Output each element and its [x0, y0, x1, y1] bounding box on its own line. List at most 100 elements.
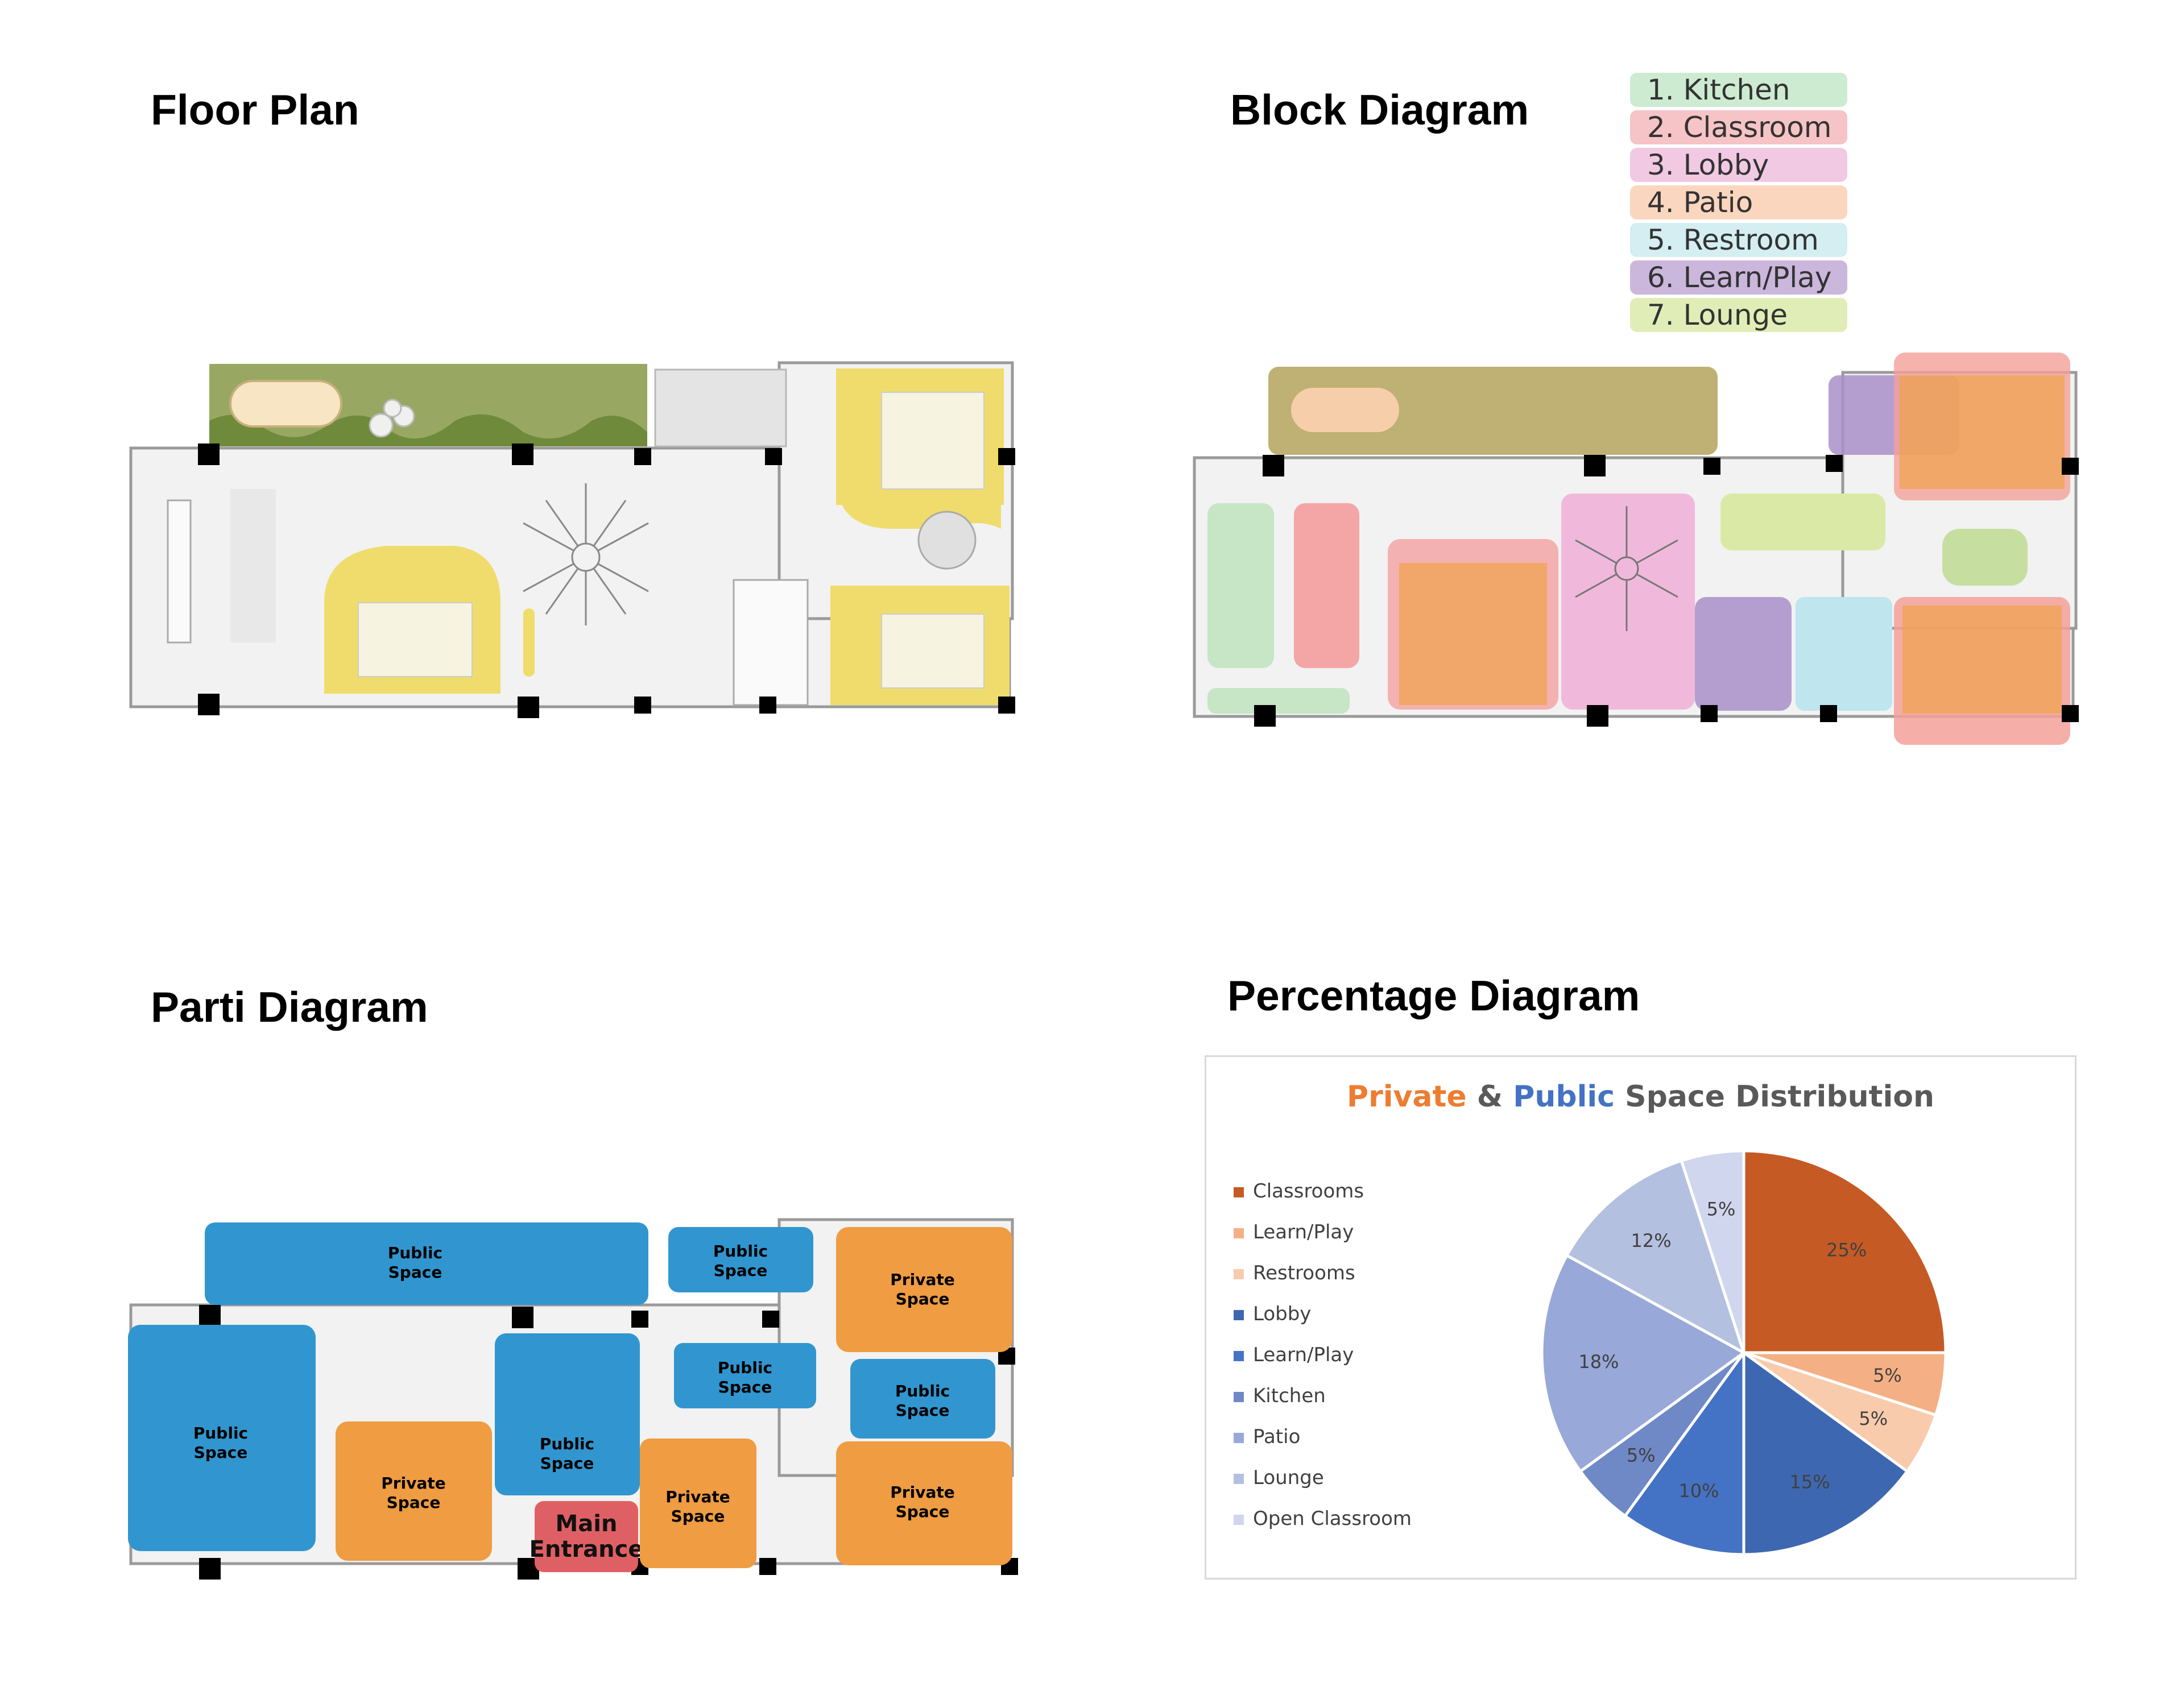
svg-text:Public: Public: [895, 1382, 950, 1400]
svg-text:Private: Private: [381, 1474, 445, 1493]
pie-data-label: 10%: [1678, 1480, 1719, 1502]
svg-text:Space: Space: [714, 1261, 768, 1280]
legend-swatch: [1234, 1432, 1244, 1443]
public-space-right: Public Space: [850, 1359, 995, 1439]
legend-swatch: [1234, 1269, 1244, 1279]
legend-lobby: 3. Lobby: [1630, 148, 1847, 182]
pie-legend-item: Lobby: [1234, 1294, 1412, 1334]
svg-text:Public: Public: [388, 1244, 442, 1262]
pie-slice-classrooms: [1742, 1149, 1947, 1354]
legend-swatch: [1234, 1473, 1244, 1484]
chart-title: Private & Public Space Distribution: [1206, 1080, 2075, 1114]
legend-swatch: [1234, 1228, 1244, 1238]
public-space-middle: Public Space: [674, 1343, 816, 1408]
public-space-left: Public Space: [128, 1325, 316, 1551]
block-diagram-title: Block Diagram: [1230, 86, 1529, 134]
lounge-block-round: [1942, 529, 2028, 586]
legend-label: Lounge: [1253, 1466, 1324, 1489]
svg-text:Public: Public: [713, 1242, 768, 1261]
svg-text:Main: Main: [556, 1511, 618, 1537]
legend-swatch: [1234, 1391, 1244, 1402]
legend-swatch: [1234, 1514, 1244, 1525]
legend-label: Lobby: [1253, 1303, 1312, 1325]
pie-data-label: 5%: [1627, 1445, 1656, 1466]
private-space-bottom-right: Private Space: [836, 1441, 1012, 1565]
chart-title-private: Private: [1346, 1080, 1467, 1114]
legend-swatch: [1234, 1350, 1244, 1361]
legend-learn-play: 6. Learn/Play: [1630, 260, 1847, 295]
legend-label: Kitchen: [1253, 1385, 1326, 1407]
percentage-diagram-title: Percentage Diagram: [1227, 972, 1640, 1019]
pie-chart-frame: Private & Public Space Distribution Clas…: [1205, 1055, 2077, 1580]
chart-title-and: &: [1466, 1080, 1513, 1114]
pie-data-label: 5%: [1707, 1199, 1736, 1220]
pie-data-label: 25%: [1826, 1239, 1867, 1261]
pie-data-label: 5%: [1859, 1408, 1888, 1429]
legend-swatch: [1234, 1309, 1244, 1320]
kitchen-block: [1207, 503, 1274, 668]
chart-title-rest: Space Distribution: [1615, 1080, 1935, 1114]
pie-legend-item: Kitchen: [1234, 1375, 1412, 1416]
parti-diagram-title: Parti Diagram: [151, 983, 428, 1031]
svg-text:Entrance: Entrance: [530, 1536, 644, 1562]
svg-text:Space: Space: [194, 1443, 248, 1462]
legend-restroom: 5. Restroom: [1630, 223, 1847, 257]
legend-patio: 4. Patio: [1630, 185, 1847, 219]
legend-classroom: 2. Classroom: [1630, 110, 1847, 144]
pie-slice-lounge: [1565, 1159, 1747, 1356]
private-space-left: Private Space: [336, 1421, 492, 1561]
public-space-center: Public Space: [495, 1333, 640, 1495]
svg-text:Space: Space: [540, 1454, 594, 1473]
public-space-small-top: Public Space: [668, 1227, 813, 1292]
pie-slice-patio: [1540, 1253, 1747, 1474]
pie-legend-item: Restrooms: [1234, 1253, 1412, 1294]
legend-label: Restrooms: [1253, 1262, 1355, 1284]
block-legend: 1. Kitchen 2. Classroom 3. Lobby 4. Pati…: [1630, 73, 1847, 335]
legend-lounge: 7. Lounge: [1630, 298, 1847, 332]
legend-swatch: [1234, 1187, 1244, 1197]
pie-data-label: 5%: [1873, 1365, 1902, 1386]
pie-legend-item: Learn/Play: [1234, 1334, 1412, 1375]
svg-text:Public: Public: [718, 1358, 772, 1377]
pie-legend-item: Patio: [1234, 1416, 1412, 1457]
svg-text:Space: Space: [387, 1493, 441, 1512]
pie-data-label: 18%: [1578, 1351, 1619, 1373]
svg-text:Public: Public: [540, 1435, 594, 1453]
classroom-block-small: [1294, 503, 1359, 668]
pie-legend-item: Lounge: [1234, 1457, 1412, 1498]
pie-slice-open-classroom: [1680, 1149, 1745, 1353]
svg-text:Public: Public: [193, 1424, 248, 1443]
svg-text:Space: Space: [896, 1401, 950, 1420]
legend-kitchen: 1. Kitchen: [1630, 73, 1847, 107]
parti-diagram: Public Space Public Space Private Space …: [128, 1218, 1018, 1580]
svg-text:Space: Space: [671, 1507, 725, 1526]
legend-label: Patio: [1253, 1425, 1301, 1448]
legend-label: Learn/Play: [1253, 1344, 1354, 1366]
legend-label: Learn/Play: [1253, 1221, 1354, 1244]
legend-label: Open Classroom: [1253, 1507, 1412, 1530]
svg-text:Space: Space: [718, 1378, 772, 1396]
svg-text:Private: Private: [890, 1483, 954, 1502]
pie-slice-learn-play: [1623, 1348, 1745, 1556]
pie-data-label: 15%: [1789, 1472, 1830, 1493]
learn-play-block: [1695, 597, 1792, 711]
block-diagram: [1193, 353, 2079, 745]
legend-label: Classrooms: [1253, 1180, 1364, 1203]
lounge-block: [1720, 494, 1885, 550]
pie-chart: 25% 5% 5% 15% 10% 5% 18% 12% 5%: [1540, 1149, 1947, 1556]
pie-data-label: 12%: [1631, 1230, 1672, 1251]
pie-legend-item: Classrooms: [1234, 1171, 1412, 1212]
pie-legend-item: Learn/Play: [1234, 1212, 1412, 1253]
svg-text:Space: Space: [388, 1263, 442, 1282]
private-space-top-right: Private Space: [836, 1227, 1012, 1352]
floor-plan: [129, 361, 1015, 718]
pie-slice-lobby: [1742, 1350, 1909, 1556]
public-space-top: Public Space: [205, 1222, 648, 1305]
private-space-middle: Private Space: [640, 1439, 756, 1568]
chart-title-public: Public: [1513, 1080, 1615, 1114]
svg-text:Private: Private: [665, 1487, 730, 1506]
lobby-block: [1561, 494, 1695, 710]
svg-text:Private: Private: [890, 1270, 954, 1289]
pie-legend-item: Open Classroom: [1234, 1498, 1412, 1539]
